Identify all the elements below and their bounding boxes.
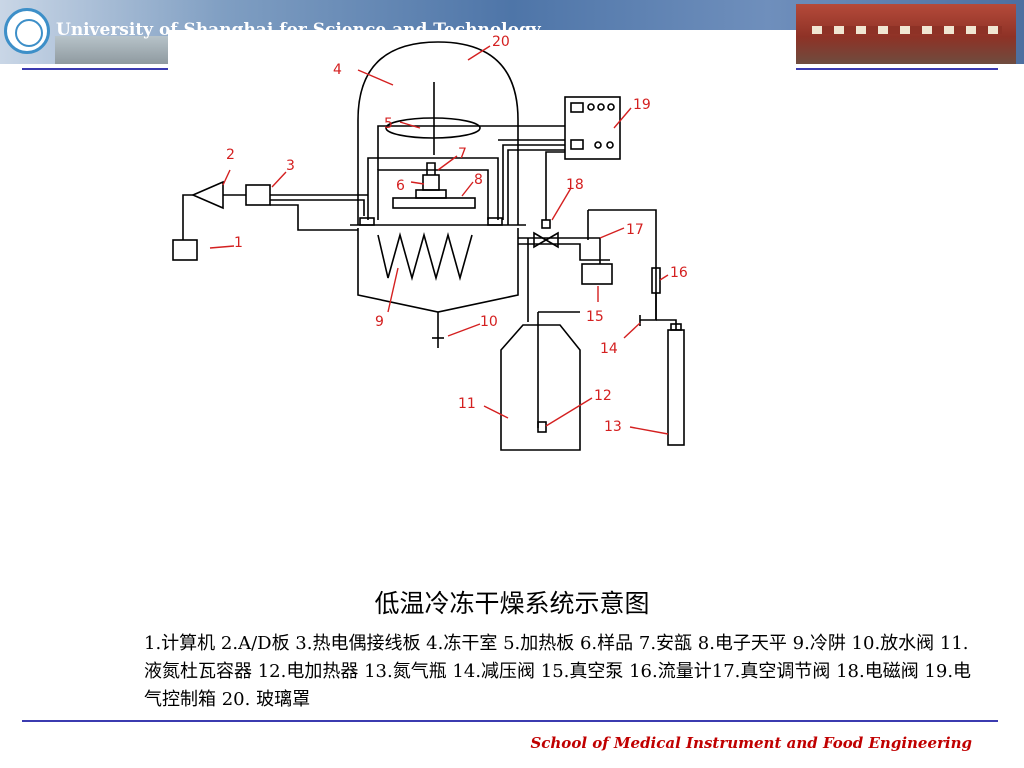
- diagram-label-7: 7: [458, 146, 467, 162]
- diagram-label-6: 6: [396, 178, 405, 194]
- diagram-label-19: 19: [633, 97, 651, 113]
- campus-building-photo-left: [55, 36, 170, 64]
- diagram-caption-title: 低温冷冻干燥系统示意图: [374, 589, 650, 618]
- freeze-drying-system-diagram: 1 2 3 4 5 6 7 8 9 10 11 12 13 14 15 16 1…: [168, 30, 796, 455]
- diagram-label-3: 3: [286, 158, 295, 174]
- footer-school-name: School of Medical Instrument and Food En…: [530, 734, 972, 752]
- diagram-label-17: 17: [626, 222, 644, 238]
- diagram-leader-lines: [209, 45, 669, 435]
- diagram-label-2: 2: [226, 147, 235, 163]
- diagram-lines: [172, 41, 685, 451]
- diagram-legend: 1.计算机 2.A/D板 3.热电偶接线板 4.冻干室 5.加热板 6.样品 7…: [144, 633, 972, 710]
- diagram-svg: 1 2 3 4 5 6 7 8 9 10 11 12 13 14 15 16 1…: [172, 34, 688, 451]
- diagram-label-9: 9: [375, 314, 384, 330]
- diagram-label-1: 1: [234, 235, 243, 251]
- university-logo: [4, 8, 50, 54]
- diagram-label-12: 12: [594, 388, 612, 404]
- diagram-label-10: 10: [480, 314, 498, 330]
- campus-building-photo-right: [796, 4, 1016, 64]
- diagram-label-20: 20: [492, 34, 510, 50]
- diagram-label-5: 5: [384, 116, 393, 132]
- diagram-label-18: 18: [566, 177, 584, 193]
- diagram-label-15: 15: [586, 309, 604, 325]
- footer-rule: [22, 720, 998, 722]
- diagram-label-14: 14: [600, 341, 618, 357]
- diagram-label-4: 4: [333, 62, 342, 78]
- diagram-label-13: 13: [604, 419, 622, 435]
- diagram-label-8: 8: [474, 172, 483, 188]
- diagram-label-11: 11: [458, 396, 476, 412]
- diagram-label-16: 16: [670, 265, 688, 281]
- diagram-labels: 1 2 3 4 5 6 7 8 9 10 11 12 13 14 15 16 1…: [226, 34, 688, 435]
